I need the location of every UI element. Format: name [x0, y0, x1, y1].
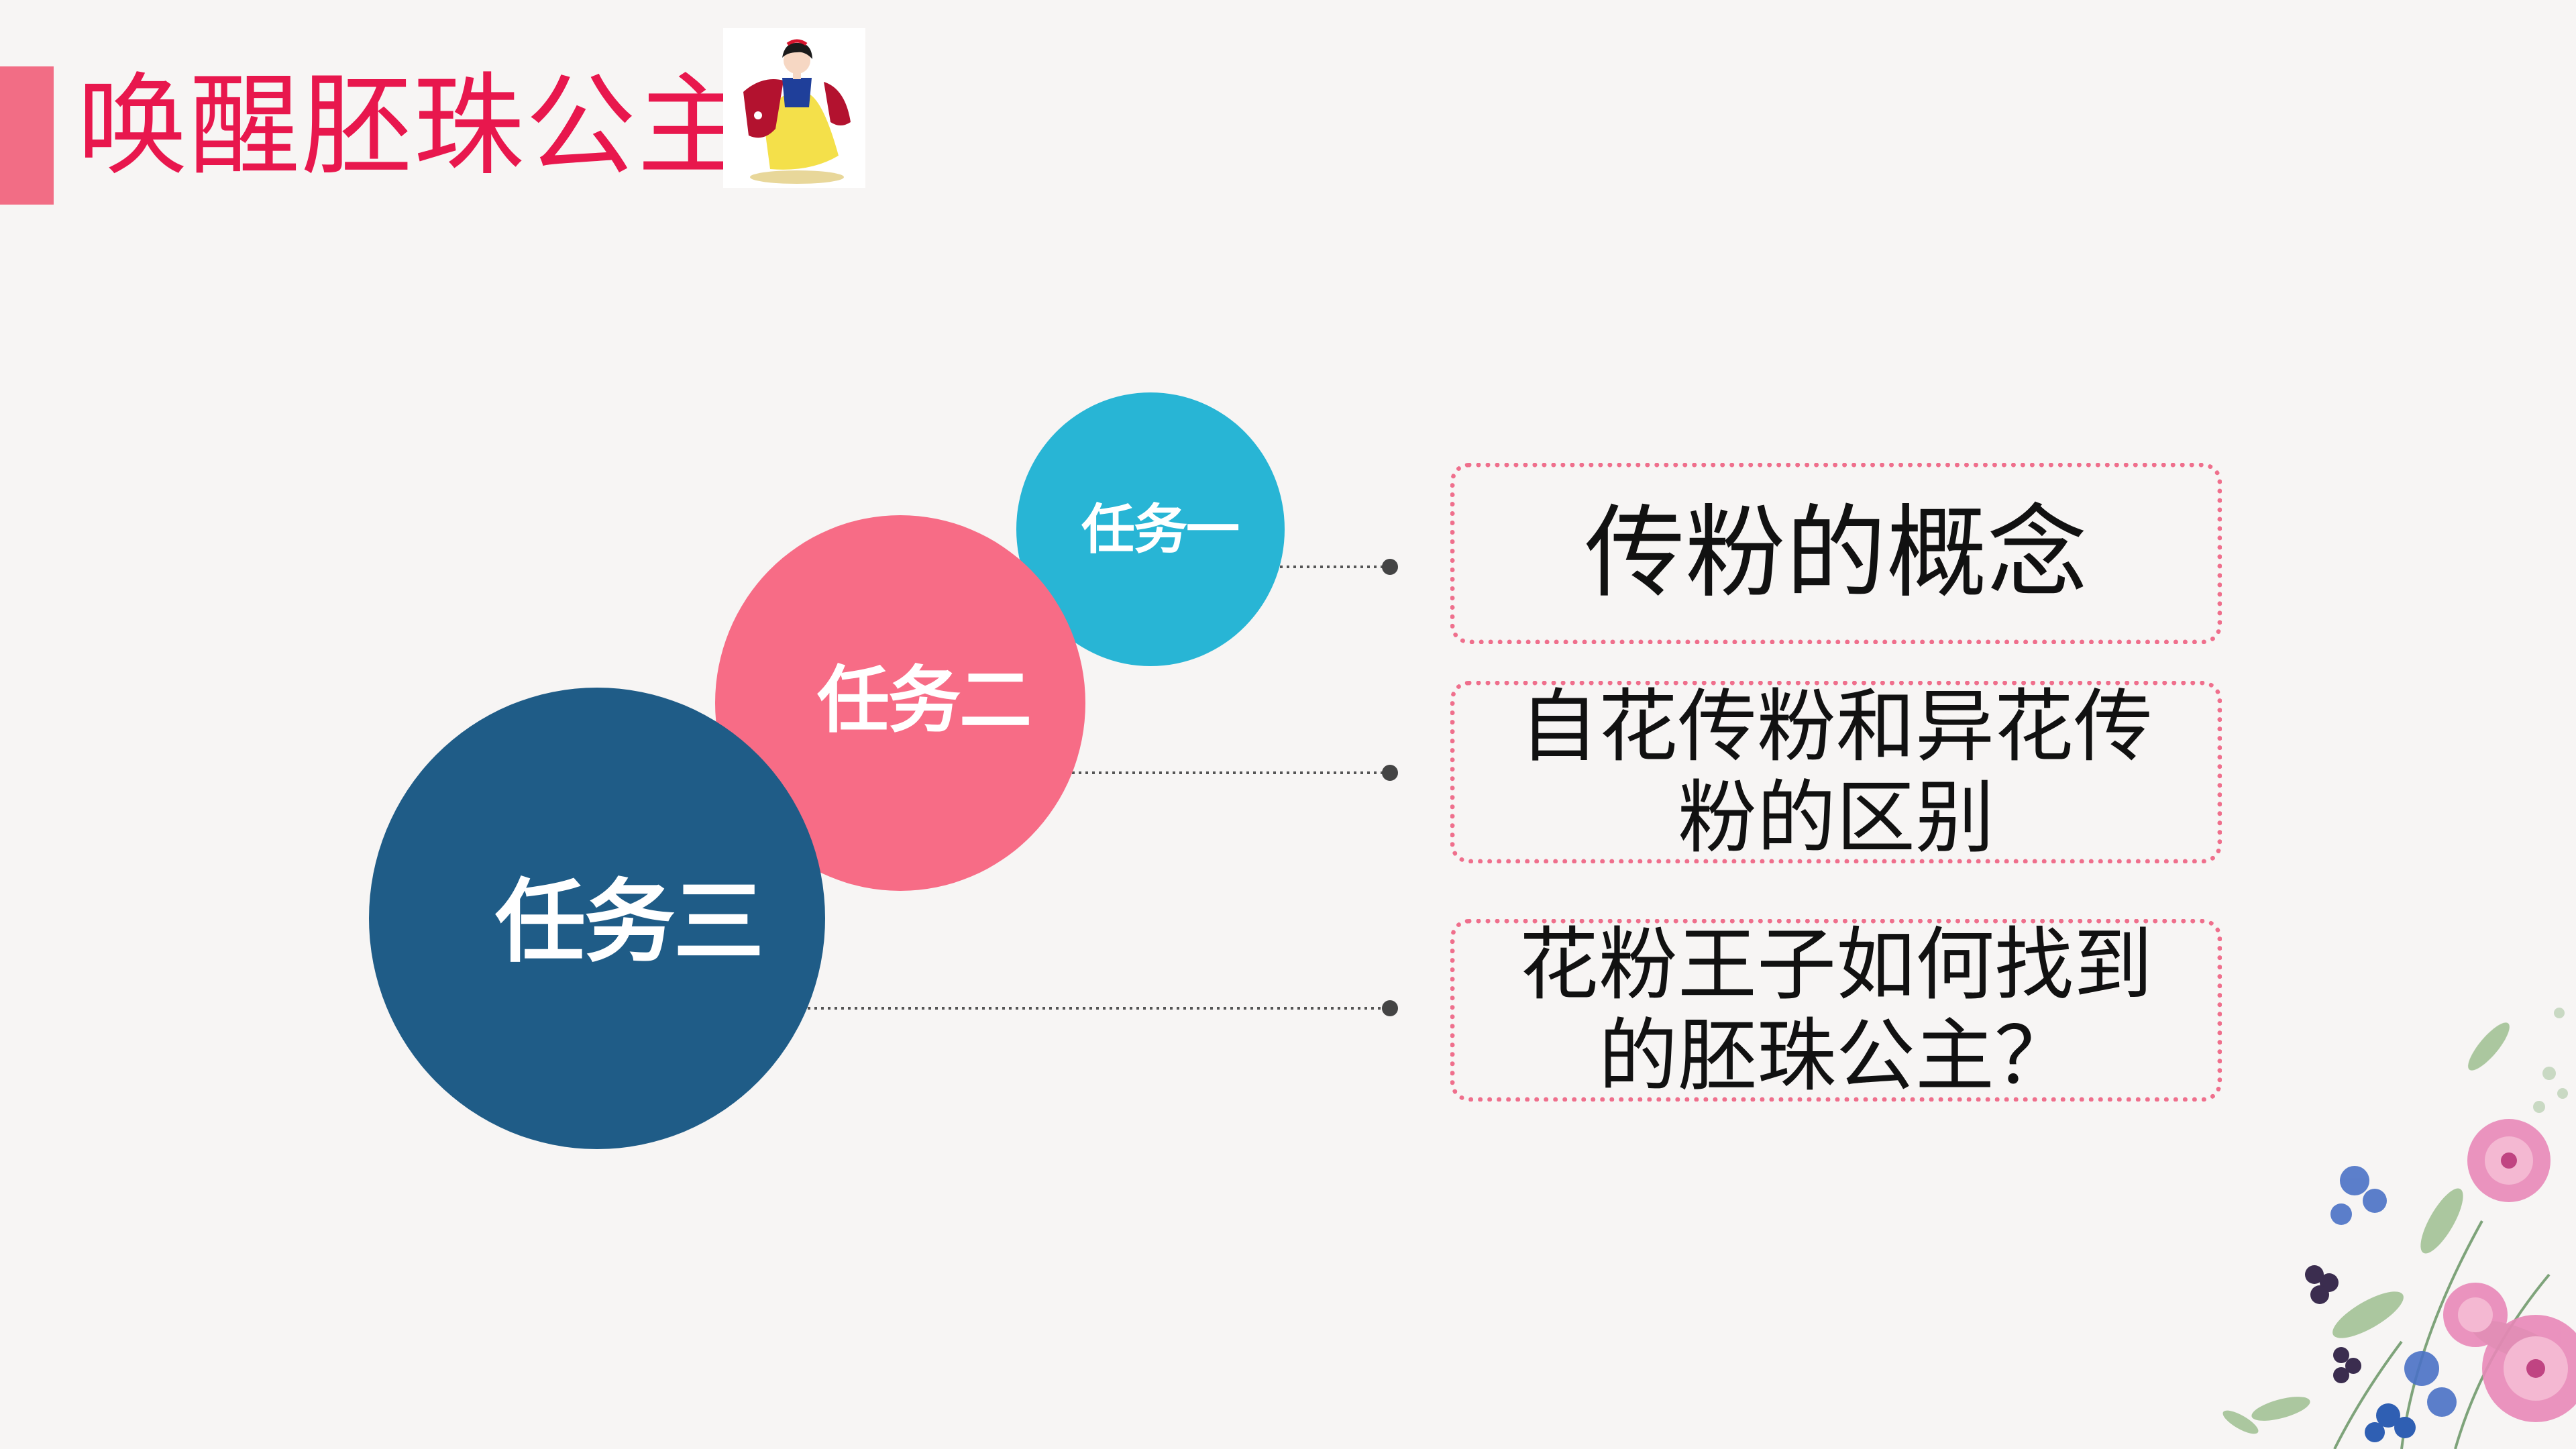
task-box-3: 花粉王子如何找到的胚珠公主？ — [1450, 919, 2222, 1102]
flowers-icon — [2222, 1008, 2576, 1449]
task-circle-3-label: 任务三 — [495, 869, 764, 975]
princess-illustration — [723, 28, 865, 188]
connector-dot-end-1 — [1382, 559, 1398, 575]
connector-dot-end-3 — [1382, 1000, 1398, 1016]
princess-icon — [743, 39, 851, 184]
task-box-1: 传粉的概念 — [1450, 463, 2222, 644]
task-circle-3 — [369, 688, 825, 1149]
slide-title: 唤醒胚珠公主 — [77, 62, 749, 191]
task-box-2: 自花传粉和异花传粉的区别 — [1450, 681, 2222, 863]
title-accent-bar — [0, 66, 54, 205]
floral-decoration — [2200, 939, 2576, 1449]
task-circle-2-label: 任务二 — [817, 659, 1032, 743]
connector-dot-end-2 — [1382, 765, 1398, 781]
task-circle-1-label: 任务一 — [1081, 498, 1240, 561]
task-box-2-text: 自花传粉和异花传粉的区别 — [1519, 680, 2153, 864]
task-box-3-text: 花粉王子如何找到的胚珠公主？ — [1519, 918, 2153, 1102]
task-box-1-text: 传粉的概念 — [1584, 495, 2088, 612]
